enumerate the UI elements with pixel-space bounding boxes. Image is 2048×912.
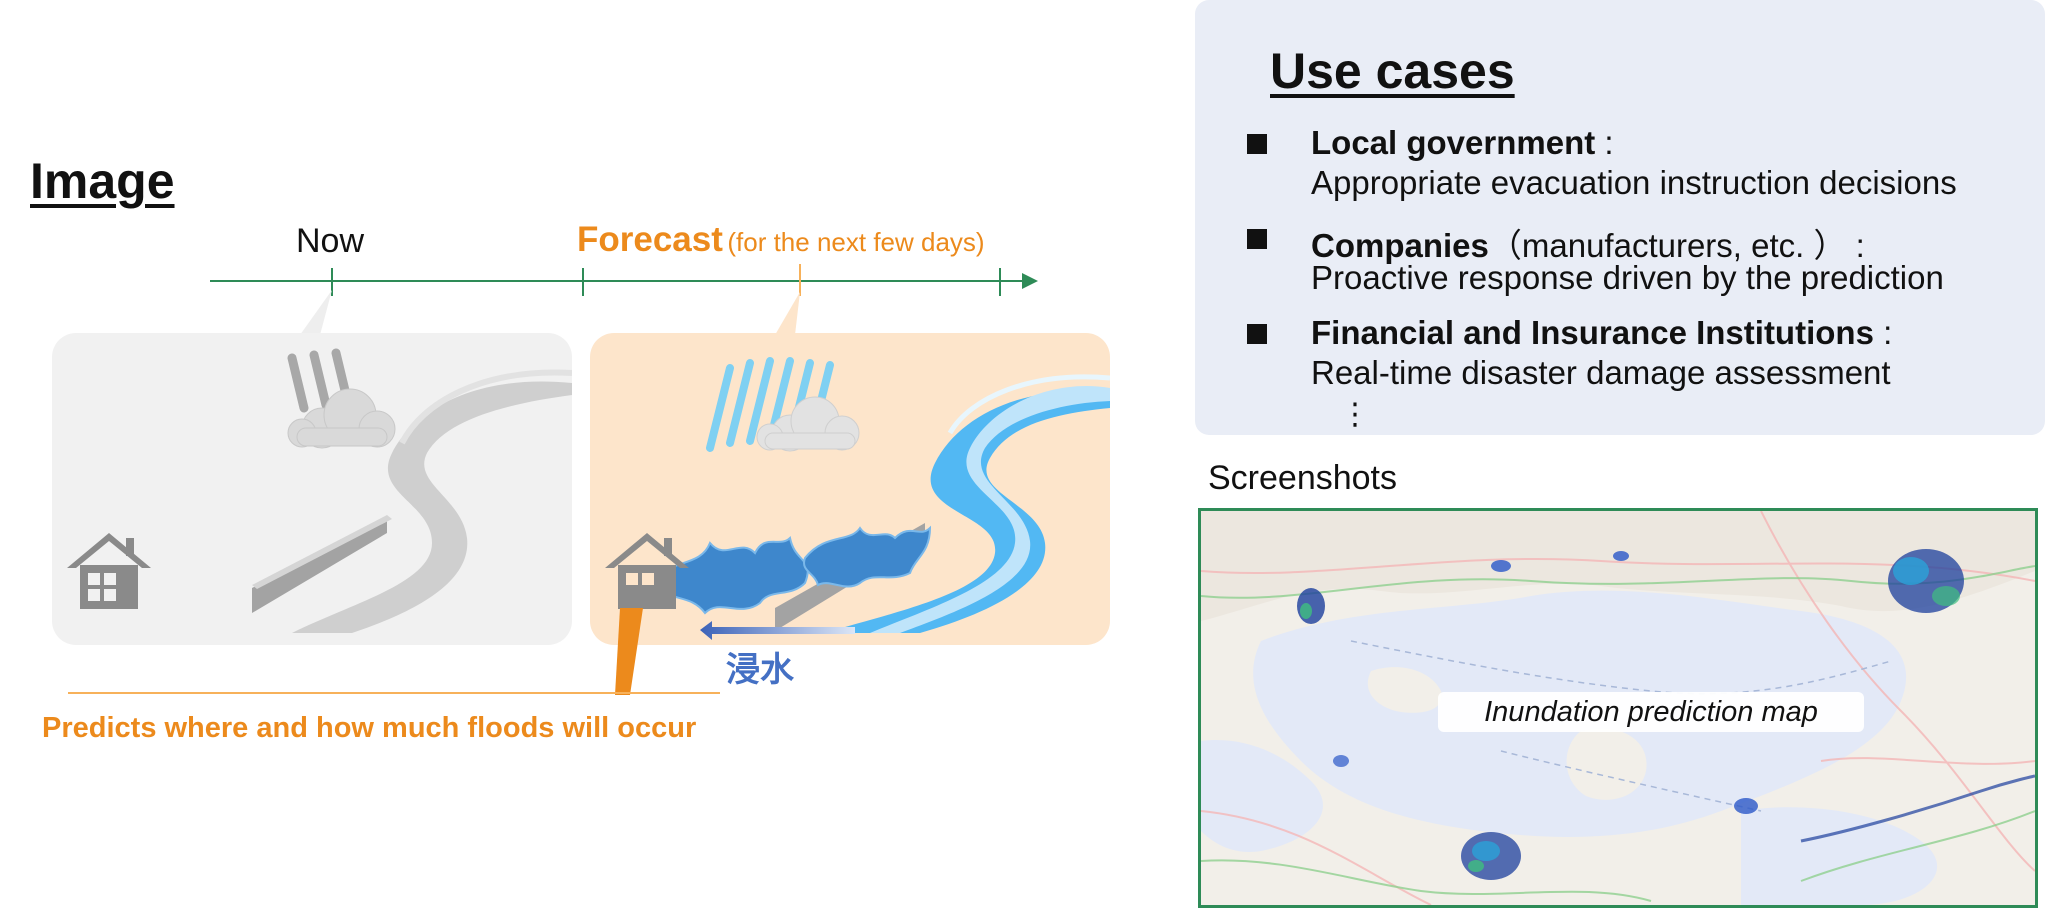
house-icon [605, 533, 689, 609]
usecase-suffix: : [1595, 124, 1614, 161]
image-heading: Image [30, 153, 175, 209]
square-bullet-icon [1247, 229, 1267, 249]
now-label: Now [296, 222, 365, 260]
map-caption: Inundation prediction map [1438, 692, 1864, 732]
usecase-title: Local government [1311, 124, 1596, 161]
timeline-arrowhead-icon [1022, 273, 1038, 289]
forecast-label: Forecast (for the next few days) [577, 220, 985, 260]
house-icon [67, 533, 151, 609]
usecase-detail: Real-time disaster damage assessment [1311, 354, 1891, 391]
flood-label: 浸水 [726, 651, 794, 689]
flooded-river-shape [825, 374, 1110, 633]
flood-direction-arrow [615, 608, 855, 695]
orange-pointer [615, 608, 643, 695]
cloud-icon [287, 388, 396, 449]
panel-now [52, 333, 572, 645]
square-bullet-icon [1247, 324, 1267, 344]
usecase-detail: Proactive response driven by the predict… [1311, 259, 1944, 296]
prediction-text: Predicts where and how much floods will … [42, 712, 697, 744]
forecast-title: Forecast [577, 220, 723, 259]
usecase-detail: Appropriate evacuation instruction decis… [1311, 164, 1957, 201]
levee-shape [252, 518, 387, 613]
usecase-title: Financial and Insurance Institutions [1311, 314, 1874, 351]
cloud-icon [756, 396, 860, 452]
square-bullet-icon [1247, 134, 1267, 154]
usecases-heading: Use cases [1270, 43, 1515, 99]
usecase-title: Companies [1311, 227, 1489, 264]
usecase-suffix: : [1873, 314, 1893, 351]
forecast-subtitle: (for the next few days) [727, 227, 985, 257]
river-shape [292, 369, 572, 633]
usecase-suffix: （manufacturers, etc. ） : [1488, 227, 1865, 264]
flood-water-icon [648, 525, 932, 615]
usecases-panel [1195, 0, 2045, 435]
orange-underline [68, 692, 720, 694]
panel-forecast [590, 333, 1110, 645]
screenshots-label: Screenshots [1208, 459, 1397, 497]
usecase-ellipsis: ⋮ [1340, 398, 1370, 431]
timeline-arrow [210, 264, 1038, 296]
flood-patches [1297, 549, 2035, 880]
